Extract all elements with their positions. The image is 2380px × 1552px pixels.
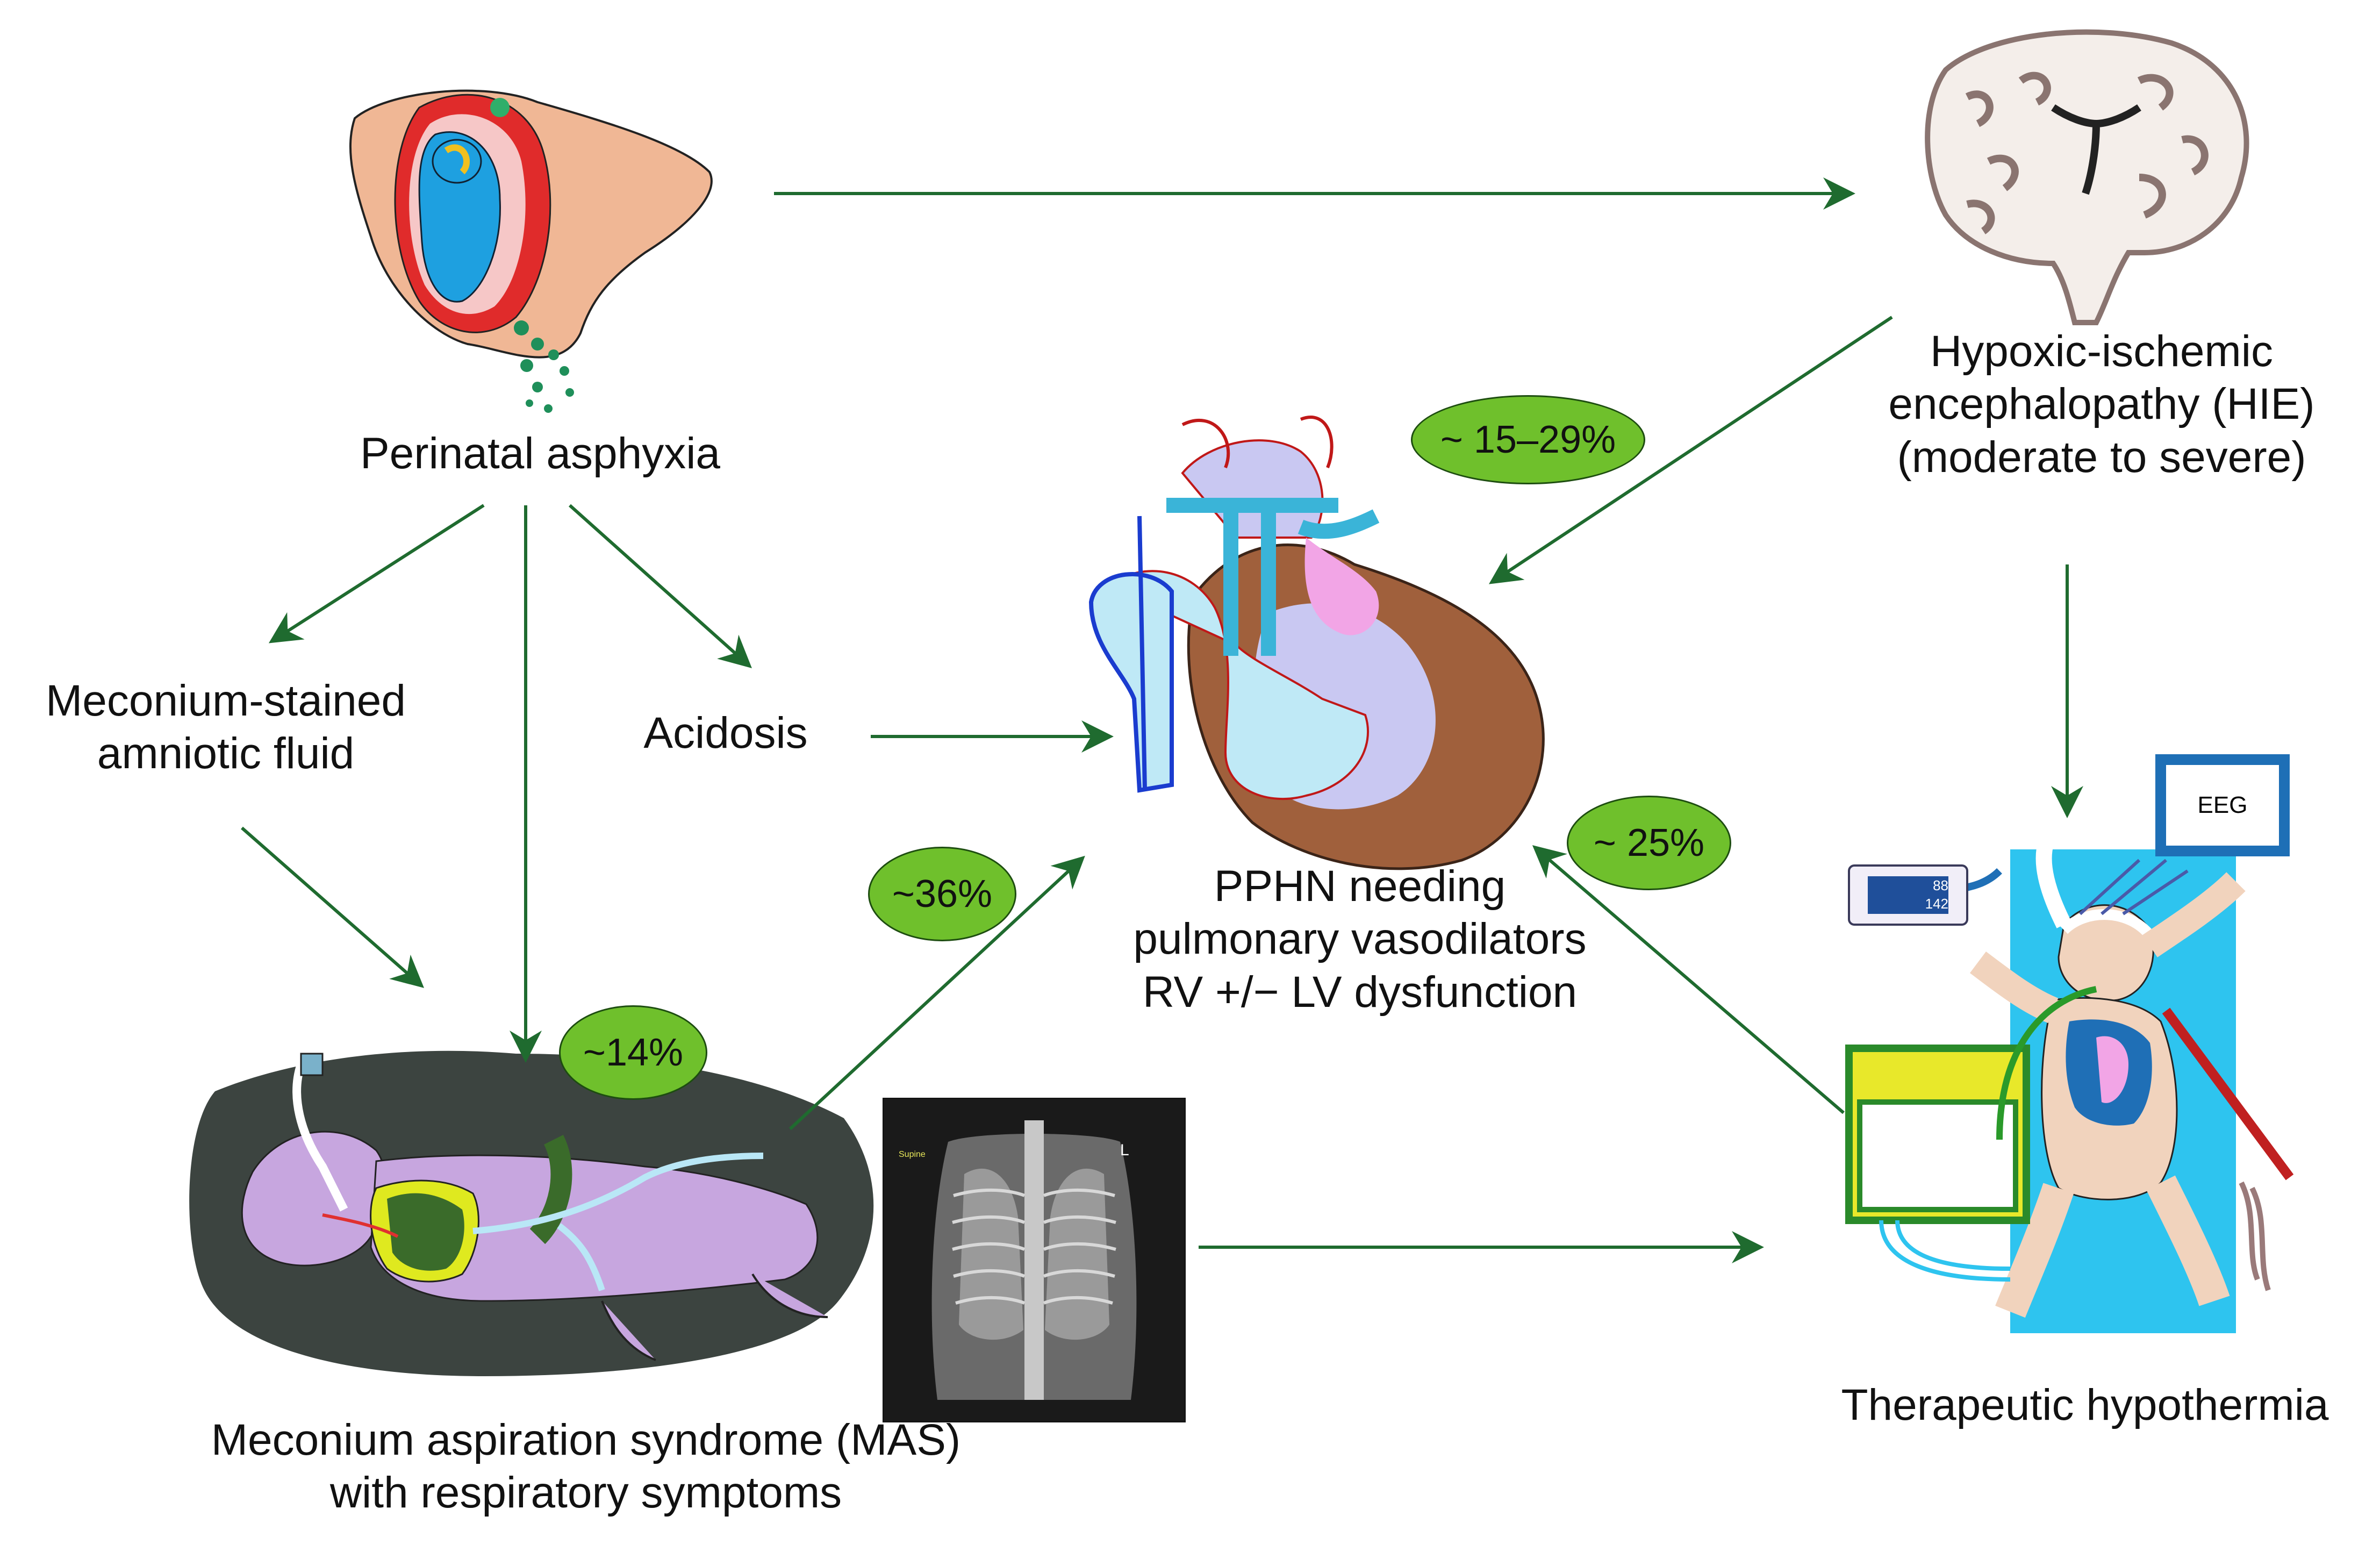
label-therapeutic-hypothermia: Therapeutic hypothermia xyxy=(1841,1381,2329,1429)
chest-xray-image: L Supine xyxy=(883,1098,1186,1422)
label-mas: Meconium aspiration syndrome (MAS) with … xyxy=(211,1415,961,1518)
vital-monitor-readout: 88 142 xyxy=(1919,876,1948,913)
arrow-hypothermia-to-pphn xyxy=(1532,845,1845,1114)
eeg-monitor: EEG xyxy=(2155,754,2290,856)
flow-arrows xyxy=(241,177,2083,1263)
badge-mas-to-pphn: ~36% xyxy=(868,847,1016,941)
monitor-value-heart-rate: 88 xyxy=(1933,877,1948,893)
brain-illustration xyxy=(1925,29,2249,325)
arrow-asphyxia-to-meconium xyxy=(268,504,485,643)
hypothermia-illustration xyxy=(1845,823,2294,1333)
mas-infant-illustration xyxy=(189,1050,874,1376)
monitor-value-secondary: 142 xyxy=(1925,896,1948,912)
label-hie: Hypoxic-ischemic encephalopathy (HIE) (m… xyxy=(1888,327,2315,482)
arrow-meconium-to-mas xyxy=(241,826,425,988)
perinatal-asphyxia-illustration xyxy=(349,89,713,413)
xray-position-marker: Supine xyxy=(899,1150,926,1159)
xray-side-marker: L xyxy=(1120,1141,1129,1159)
badge-hypothermia-to-pphn: ~ 25% xyxy=(1567,796,1731,890)
arrow-mas-to-pphn xyxy=(788,855,1085,1131)
arrow-asphyxia-to-acidosis xyxy=(569,504,752,668)
label-acidosis: Acidosis xyxy=(643,709,808,757)
xray-graphic: L Supine xyxy=(884,1099,1185,1421)
label-pphn: PPHN needing pulmonary vasodilators RV +… xyxy=(1133,862,1587,1017)
arrow-hie-to-pphn xyxy=(1488,316,1893,584)
heart-illustration xyxy=(1088,416,1545,870)
label-perinatal-asphyxia: Perinatal asphyxia xyxy=(360,429,721,478)
label-meconium-stained-fluid: Meconium-stained amniotic fluid xyxy=(46,676,406,778)
badge-hie-to-pphn: ~ 15–29% xyxy=(1411,395,1645,484)
badge-asphyxia-to-mas: ~14% xyxy=(559,1005,707,1100)
eeg-label: EEG xyxy=(2197,792,2248,818)
